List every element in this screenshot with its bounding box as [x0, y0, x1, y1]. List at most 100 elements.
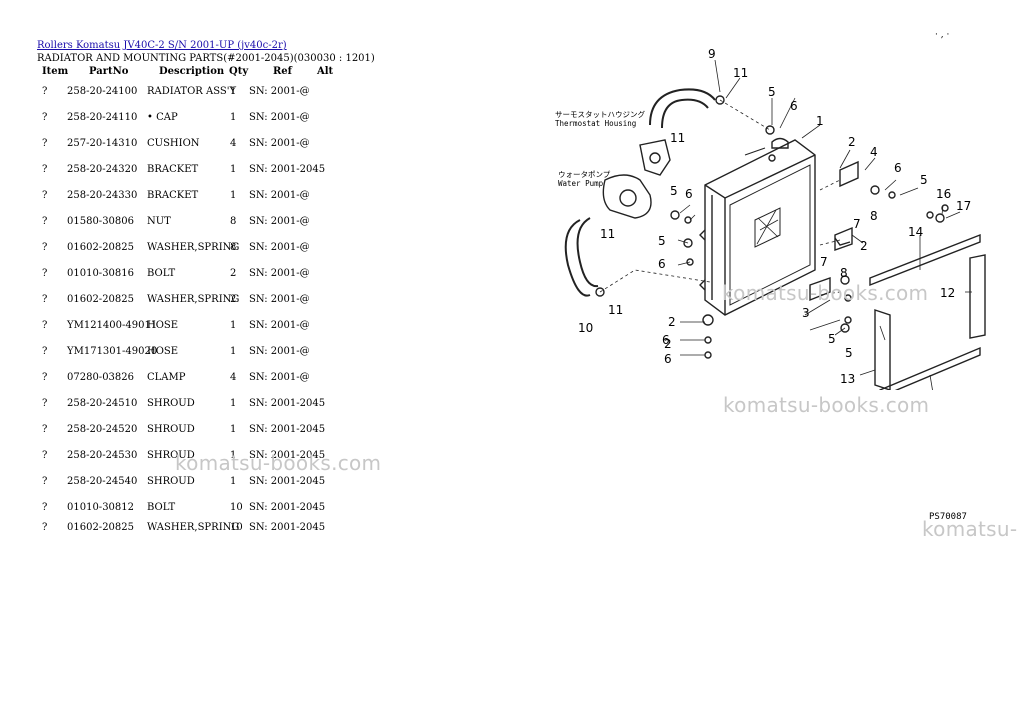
- callout-number: 3: [802, 306, 810, 320]
- cell-item: ?: [42, 138, 48, 149]
- callout-number: 16: [936, 187, 951, 201]
- callout-number: 11: [600, 227, 615, 241]
- cell-partno: 258-20-24520: [67, 424, 138, 435]
- cell-partno: 07280-03826: [67, 372, 135, 383]
- callout-number: 7: [853, 217, 861, 231]
- callout-number: 5: [920, 173, 928, 187]
- callout-number: 6: [790, 99, 798, 113]
- cell-qty: 1: [230, 320, 237, 331]
- callout-number: 7: [820, 255, 828, 269]
- cell-qty: 8: [230, 216, 237, 227]
- water-pump-label-jp: ウォータポンプ: [558, 170, 611, 179]
- cell-qty: 1: [230, 190, 237, 201]
- callout-number: 17: [956, 199, 971, 213]
- header-description: Description: [159, 66, 225, 77]
- cell-item: ?: [42, 522, 48, 533]
- cell-item: ?: [42, 372, 48, 383]
- cell-ref: SN: 2001-@: [249, 216, 310, 227]
- cell-qty: 1: [230, 164, 237, 175]
- cell-qty: 1: [230, 450, 237, 461]
- cell-qty: 4: [230, 372, 237, 383]
- cell-ref: SN: 2001-@: [249, 86, 310, 97]
- header-partno: PartNo: [89, 66, 129, 77]
- cell-ref: SN: 2001-2045: [249, 502, 326, 513]
- callout-number: 2: [668, 315, 676, 329]
- shroud-12: [969, 254, 986, 339]
- callout-number: 11: [733, 66, 748, 80]
- cell-ref: SN: 2001-@: [249, 242, 310, 253]
- callout-number: 2: [860, 239, 868, 253]
- cell-item: ?: [42, 502, 48, 513]
- callout-number: 5: [670, 184, 678, 198]
- cell-partno: 01580-30806: [67, 216, 135, 227]
- callout-number: 2: [664, 337, 672, 351]
- cell-description: BOLT: [147, 268, 176, 279]
- watermark-1: komatsu-books.com: [175, 451, 382, 475]
- cell-description: WASHER,SPRING: [147, 242, 240, 253]
- shroud-14: [869, 233, 981, 287]
- cell-description: SHROUD: [147, 450, 195, 461]
- radiator-cap: [771, 137, 789, 149]
- cell-item: ?: [42, 320, 48, 331]
- callout-number: 5: [828, 332, 836, 346]
- cell-partno: 257-20-14310: [67, 138, 138, 149]
- cell-item: ?: [42, 398, 48, 409]
- cell-item: ?: [42, 268, 48, 279]
- callout-number: 9: [708, 47, 716, 61]
- callout-number: 14: [908, 225, 923, 239]
- cell-qty: 1: [230, 398, 237, 409]
- callout-number: 1: [816, 114, 824, 128]
- callout-number: 6: [658, 257, 666, 271]
- cell-item: ?: [42, 242, 48, 253]
- cell-item: ?: [42, 450, 48, 461]
- cell-partno: 258-20-24540: [67, 476, 138, 487]
- breadcrumb-link-rollers[interactable]: Rollers Komatsu: [37, 40, 121, 51]
- thermostat-label-en: Thermostat Housing: [555, 119, 636, 128]
- cell-description: • CAP: [147, 112, 178, 123]
- cell-partno: 01602-20825: [67, 242, 135, 253]
- cell-description: BRACKET: [147, 190, 199, 201]
- cell-description: BRACKET: [147, 164, 199, 175]
- radiator-outline: [704, 139, 816, 316]
- breadcrumb-link-model[interactable]: JV40C-2 S/N 2001-UP (jv40c-2r): [123, 40, 287, 51]
- cell-partno: 258-20-24510: [67, 398, 138, 409]
- cell-ref: SN: 2001-@: [249, 112, 310, 123]
- callout-number: 5: [768, 85, 776, 99]
- cell-ref: SN: 2001-@: [249, 346, 310, 357]
- cell-item: ?: [42, 216, 48, 227]
- cell-ref: SN: 2001-2045: [249, 424, 326, 435]
- thermostat-label-jp: サーモスタットハウジング: [555, 109, 645, 119]
- callout-number: 10: [578, 321, 593, 335]
- cell-description: HOSE: [147, 320, 179, 331]
- callout-number: 6: [662, 333, 670, 347]
- cell-qty: 10: [230, 522, 243, 533]
- cell-item: ?: [42, 86, 48, 97]
- cell-partno: 258-20-24110: [67, 112, 138, 123]
- cell-item: ?: [42, 476, 48, 487]
- header-ref: Ref: [273, 66, 292, 77]
- cell-description: SHROUD: [147, 424, 195, 435]
- cell-partno: YM121400-49011: [67, 320, 158, 331]
- cell-qty: 2: [230, 268, 237, 279]
- cell-item: ?: [42, 190, 48, 201]
- cell-description: WASHER,SPRING: [147, 522, 240, 533]
- cell-description: WASHER,SPRING: [147, 294, 240, 305]
- cell-qty: 1: [230, 476, 237, 487]
- cell-qty: 2: [230, 294, 237, 305]
- cell-qty: 10: [230, 502, 243, 513]
- callout-number: 6: [664, 352, 672, 366]
- cell-qty: 1: [230, 424, 237, 435]
- shroud-15: [879, 346, 981, 399]
